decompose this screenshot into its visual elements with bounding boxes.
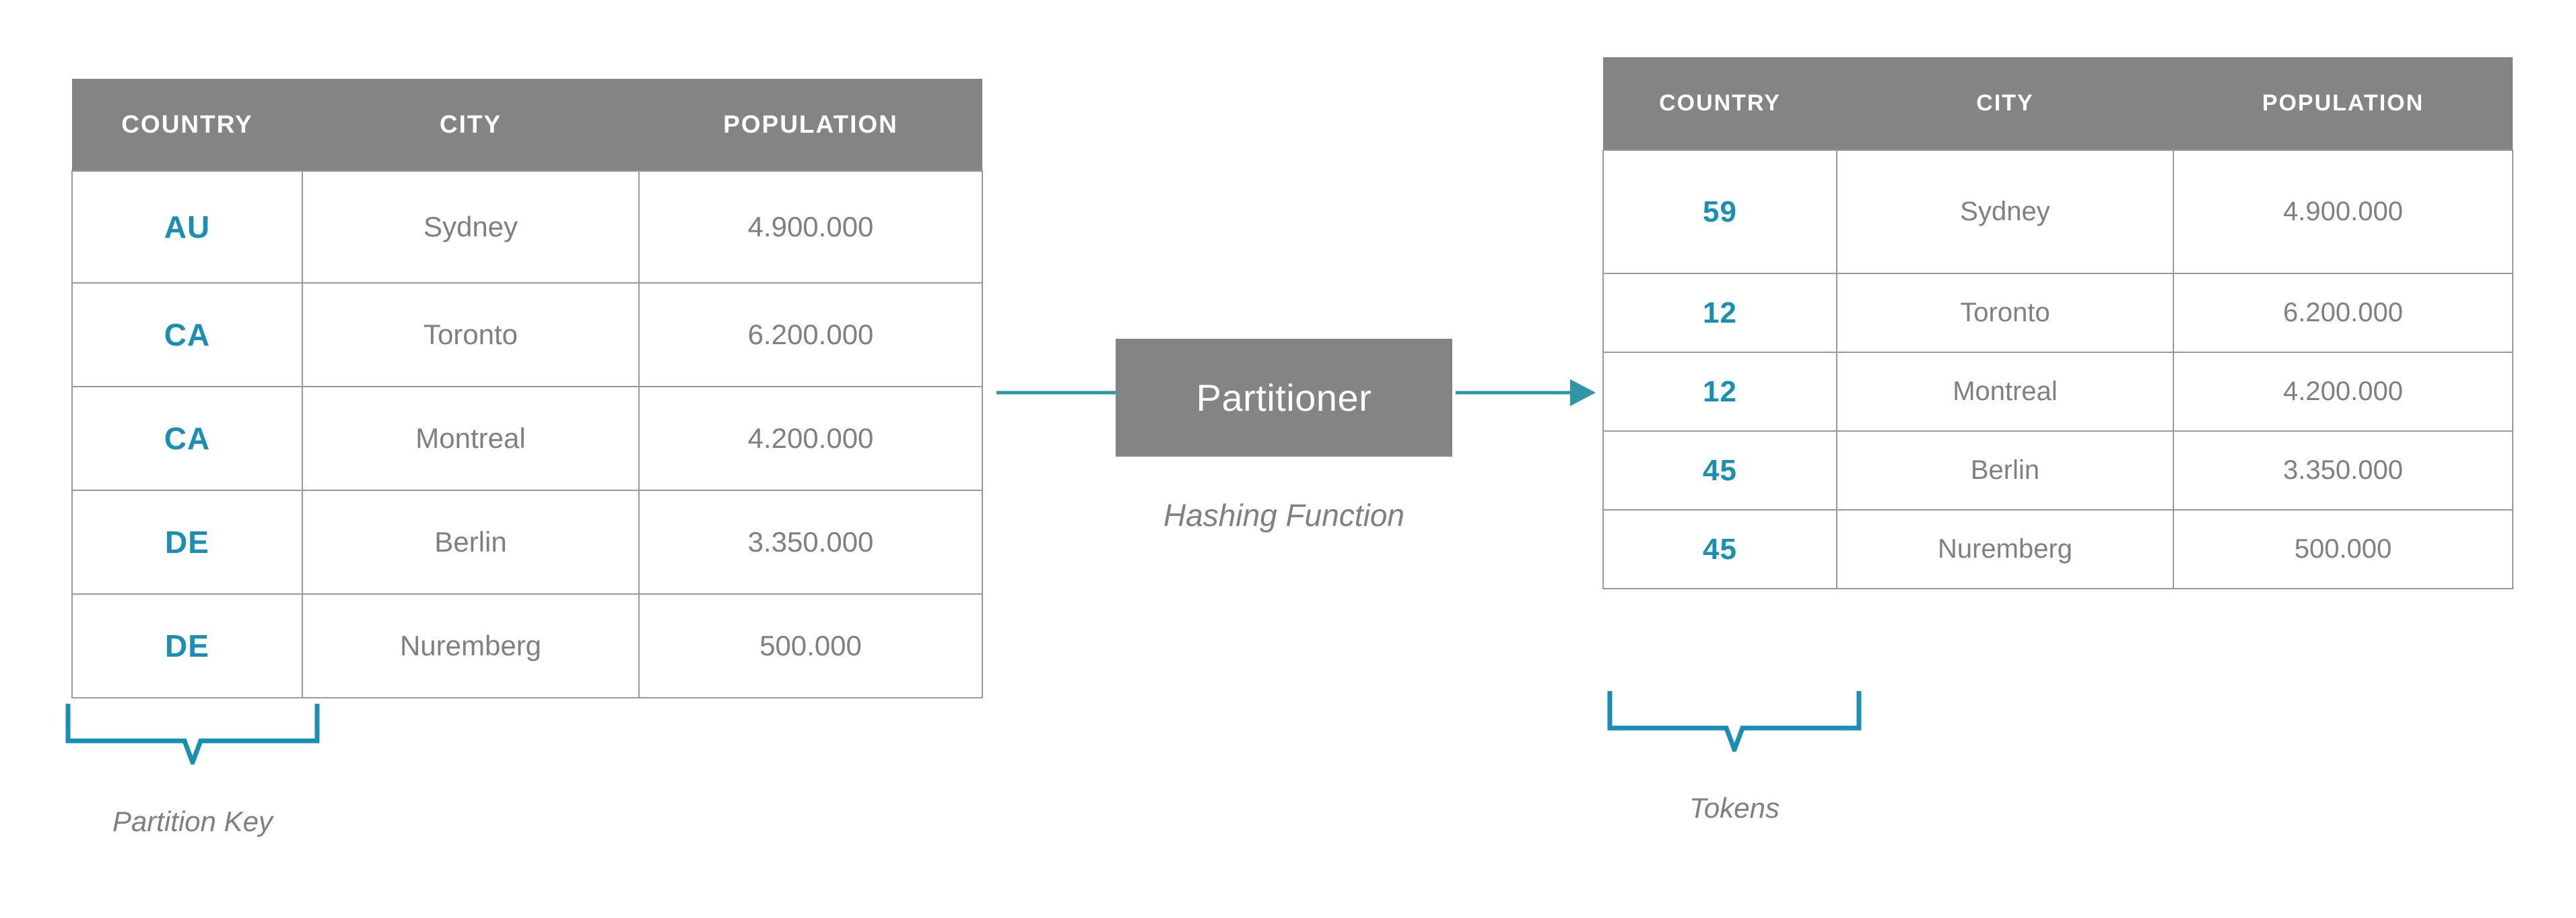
column-header-country: COUNTRY bbox=[72, 79, 302, 171]
table-row: 45 Nuremberg 500.000 bbox=[1602, 509, 2513, 589]
hashing-function-caption: Hashing Function bbox=[1163, 498, 1404, 533]
column-header-country: COUNTRY bbox=[1603, 57, 1837, 150]
table-row: AU Sydney 4.900.000 bbox=[71, 170, 983, 284]
cell-token: 59 bbox=[1602, 150, 1837, 274]
source-table-body: AU Sydney 4.900.000 CA Toronto 6.200.000… bbox=[71, 170, 983, 698]
cell-population: 500.000 bbox=[638, 593, 983, 698]
table-row: CA Montreal 4.200.000 bbox=[71, 386, 983, 491]
tokenized-table-body: 59 Sydney 4.900.000 12 Toronto 6.200.000… bbox=[1602, 150, 2513, 589]
tokenized-table-header: COUNTRY CITY POPULATION bbox=[1603, 57, 2513, 150]
cell-city: Nuremberg bbox=[302, 593, 640, 698]
cell-population: 4.900.000 bbox=[638, 170, 983, 284]
table-row: DE Berlin 3.350.000 bbox=[71, 490, 983, 595]
table-header-row: COUNTRY CITY POPULATION bbox=[72, 79, 982, 171]
cell-city: Berlin bbox=[302, 490, 640, 595]
cell-token: 12 bbox=[1602, 352, 1837, 432]
column-header-population: POPULATION bbox=[2173, 57, 2513, 150]
table-row: CA Toronto 6.200.000 bbox=[71, 282, 983, 387]
cell-partition-key: DE bbox=[71, 593, 303, 698]
cell-city: Toronto bbox=[1836, 273, 2174, 353]
cell-population: 3.350.000 bbox=[2173, 430, 2513, 511]
curly-brace-down-icon bbox=[65, 704, 320, 764]
cell-population: 500.000 bbox=[2173, 509, 2513, 589]
cell-city: Sydney bbox=[1836, 150, 2174, 274]
table-row: DE Nuremberg 500.000 bbox=[71, 593, 983, 698]
table-row: 59 Sydney 4.900.000 bbox=[1602, 150, 2513, 274]
cell-population: 6.200.000 bbox=[638, 282, 983, 387]
cell-city: Nuremberg bbox=[1836, 509, 2174, 589]
partitioner-label: Partitioner bbox=[1196, 376, 1372, 419]
cell-population: 6.200.000 bbox=[2173, 273, 2513, 353]
tokens-caption: Tokens bbox=[1689, 792, 1780, 824]
cell-city: Toronto bbox=[302, 282, 640, 387]
source-table: COUNTRY CITY POPULATION AU Sydney 4.900.… bbox=[71, 79, 983, 698]
cell-city: Berlin bbox=[1836, 430, 2174, 511]
cell-population: 4.200.000 bbox=[638, 386, 983, 491]
cell-token: 45 bbox=[1602, 430, 1837, 511]
cell-city: Montreal bbox=[302, 386, 640, 491]
cell-partition-key: CA bbox=[71, 282, 303, 387]
tokenized-table: COUNTRY CITY POPULATION 59 Sydney 4.900.… bbox=[1602, 57, 2513, 589]
table-row: 12 Montreal 4.200.000 bbox=[1602, 352, 2513, 432]
column-header-city: CITY bbox=[1837, 57, 2173, 150]
cell-token: 45 bbox=[1602, 509, 1837, 589]
arrow-right-icon bbox=[996, 379, 1596, 406]
cell-population: 4.900.000 bbox=[2173, 150, 2513, 274]
cell-population: 3.350.000 bbox=[638, 490, 983, 595]
cell-population: 4.200.000 bbox=[2173, 352, 2513, 432]
cell-city: Montreal bbox=[1836, 352, 2174, 432]
cell-partition-key: AU bbox=[71, 170, 303, 284]
partition-key-caption: Partition Key bbox=[112, 806, 273, 837]
cell-token: 12 bbox=[1602, 273, 1837, 353]
cell-city: Sydney bbox=[302, 170, 640, 284]
table-row: 45 Berlin 3.350.000 bbox=[1602, 430, 2513, 511]
table-row: 12 Toronto 6.200.000 bbox=[1602, 273, 2513, 353]
curly-brace-down-icon bbox=[1607, 691, 1862, 752]
cell-partition-key: DE bbox=[71, 490, 303, 595]
table-header-row: COUNTRY CITY POPULATION bbox=[1603, 57, 2513, 150]
partitioner-box[interactable]: Partitioner bbox=[1116, 339, 1452, 457]
source-table-header: COUNTRY CITY POPULATION bbox=[72, 79, 982, 171]
cell-partition-key: CA bbox=[71, 386, 303, 491]
column-header-population: POPULATION bbox=[639, 79, 982, 171]
column-header-city: CITY bbox=[302, 79, 639, 171]
